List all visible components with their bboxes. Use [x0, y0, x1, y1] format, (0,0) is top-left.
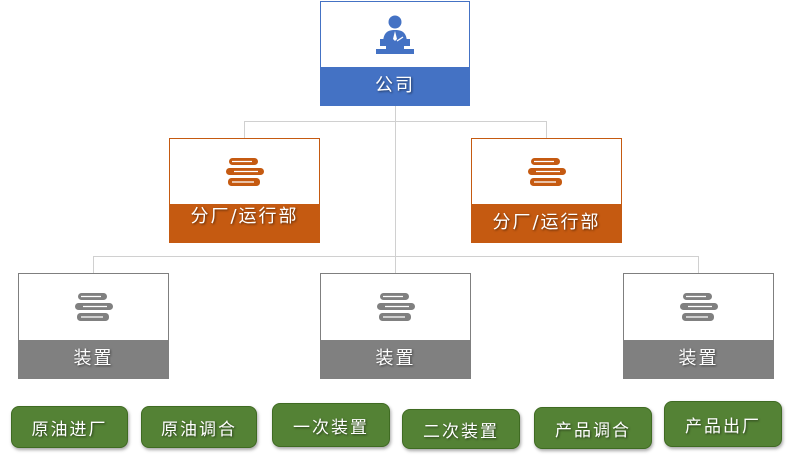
- unit-label: 装置: [19, 340, 168, 378]
- process-step-secondary-unit[interactable]: 二次装置: [402, 409, 520, 449]
- branch-icon-area: [472, 139, 621, 204]
- branch-label: 分厂/运行部: [472, 204, 621, 242]
- branch-node-right[interactable]: 分厂/运行部: [471, 138, 622, 243]
- unit-icon-area: [624, 274, 773, 340]
- process-step-product-blending[interactable]: 产品调合: [534, 407, 652, 449]
- unit-node-1[interactable]: 装置: [18, 273, 169, 379]
- unit-icon-area: [19, 274, 168, 340]
- process-step-crude-blending[interactable]: 原油调合: [141, 406, 257, 448]
- books-icon: [527, 157, 566, 186]
- unit-node-2[interactable]: 装置: [320, 273, 471, 379]
- branch-node-left[interactable]: 分厂/运行部: [169, 138, 320, 243]
- company-label: 公司: [321, 67, 469, 105]
- connector-branch-bar: [244, 121, 547, 138]
- process-step-primary-unit[interactable]: 一次装置: [272, 403, 390, 447]
- branch-icon-area: [170, 139, 319, 204]
- unit-node-3[interactable]: 装置: [623, 273, 774, 379]
- company-node[interactable]: 公司: [320, 1, 470, 106]
- unit-icon-area: [321, 274, 470, 340]
- unit-label: 装置: [321, 340, 470, 378]
- branch-label: 分厂/运行部: [170, 204, 319, 242]
- process-step-product-dispatch[interactable]: 产品出厂: [664, 401, 782, 447]
- connector-unit-bar: [93, 256, 699, 273]
- unit-label: 装置: [624, 340, 773, 378]
- books-icon: [74, 293, 113, 321]
- company-icon-area: [321, 2, 469, 67]
- process-step-crude-intake[interactable]: 原油进厂: [11, 406, 128, 448]
- books-icon: [225, 157, 264, 186]
- presenter-podium-icon: [376, 15, 414, 54]
- books-icon: [679, 293, 718, 321]
- books-icon: [376, 293, 415, 321]
